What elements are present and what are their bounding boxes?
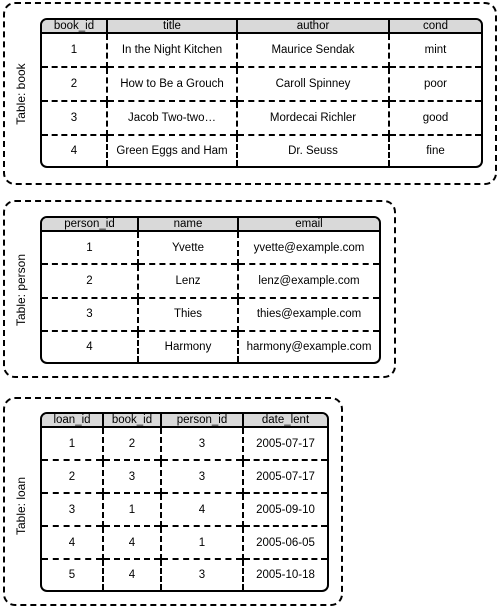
table-cell: 3 bbox=[42, 492, 103, 527]
table-cell: yvette@example.com bbox=[237, 231, 379, 265]
table-cell: 2005-07-17 bbox=[242, 459, 327, 494]
table-cell: 2 bbox=[42, 459, 103, 494]
column-header-person-id: person_id bbox=[42, 218, 138, 232]
table-cell: Mordecai Richler bbox=[236, 99, 389, 135]
column-header-author: author bbox=[236, 20, 389, 34]
table-cell: 4 bbox=[42, 525, 103, 560]
table-cell: 2 bbox=[102, 427, 161, 461]
table-cell: 1 bbox=[68, 437, 76, 450]
table-cell: 2 bbox=[42, 263, 138, 298]
loan-table-group bbox=[3, 397, 343, 606]
table-cell: Dr. Seuss bbox=[236, 133, 389, 166]
column-header-email: email bbox=[237, 218, 379, 232]
column-header-book-id: book_id bbox=[102, 414, 161, 428]
table-cell: 4 bbox=[102, 558, 161, 590]
table-cell: 2005-07-17 bbox=[242, 427, 327, 461]
column-header-title: title bbox=[106, 20, 237, 34]
table-cell: good bbox=[388, 99, 481, 135]
column-header-book-id: book_id bbox=[42, 20, 107, 34]
table-cell: 4 bbox=[42, 133, 107, 166]
table-cell: lenz@example.com bbox=[237, 263, 379, 298]
table-cell: 3 bbox=[42, 296, 138, 332]
column-header-loan-id: loan_id bbox=[42, 414, 103, 428]
loan-table-label: Table: loan bbox=[14, 476, 28, 536]
table-cell: 3 bbox=[160, 558, 243, 590]
table-cell: 1 bbox=[86, 241, 93, 254]
table-cell: 1 bbox=[102, 492, 161, 527]
table-cell: Thies bbox=[137, 296, 238, 332]
table-cell: Yvette bbox=[137, 231, 238, 265]
table-cell: 2005-09-10 bbox=[242, 492, 327, 527]
table-cell: Maurice Sendak bbox=[236, 33, 389, 67]
column-header-person-id: person_id bbox=[160, 414, 243, 428]
book-table-group bbox=[3, 2, 497, 185]
table-cell: fine bbox=[388, 133, 481, 166]
table-cell: 4 bbox=[102, 525, 161, 560]
book-table-label: Table: book bbox=[14, 63, 28, 125]
column-header-name: name bbox=[137, 218, 238, 232]
table-cell: harmony@example.com bbox=[237, 330, 379, 362]
table-cell: 1 bbox=[70, 43, 78, 56]
table-cell: 3 bbox=[42, 99, 107, 135]
table-cell: 1 bbox=[160, 525, 243, 560]
person-table-label: Table: person bbox=[14, 253, 28, 327]
table-cell: Lenz bbox=[137, 263, 238, 298]
table-cell: 3 bbox=[160, 427, 243, 461]
table-cell: 3 bbox=[160, 459, 243, 494]
table-cell: 2005-10-18 bbox=[242, 558, 327, 590]
table-cell: mint bbox=[388, 33, 481, 67]
table-cell: 2005-06-05 bbox=[242, 525, 327, 560]
table-cell: 2 bbox=[42, 65, 107, 101]
column-header-cond: cond bbox=[388, 20, 481, 34]
table-cell: poor bbox=[388, 65, 481, 101]
table-cell: 4 bbox=[160, 492, 243, 527]
table-cell: Caroll Spinney bbox=[236, 65, 389, 101]
table-cell: 4 bbox=[42, 330, 138, 362]
table-cell: Jacob Two-two… bbox=[106, 99, 237, 135]
table-cell: How to Be a Grouch bbox=[106, 65, 237, 101]
person-table-group bbox=[3, 200, 396, 378]
table-cell: Harmony bbox=[137, 330, 238, 362]
column-header-date-lent: date_lent bbox=[242, 414, 327, 428]
table-cell: In the Night Kitchen bbox=[106, 33, 237, 67]
table-cell: 3 bbox=[102, 459, 161, 494]
table-cell: thies@example.com bbox=[237, 296, 379, 332]
table-cell: 5 bbox=[42, 558, 103, 590]
table-cell: Green Eggs and Ham bbox=[106, 133, 237, 166]
